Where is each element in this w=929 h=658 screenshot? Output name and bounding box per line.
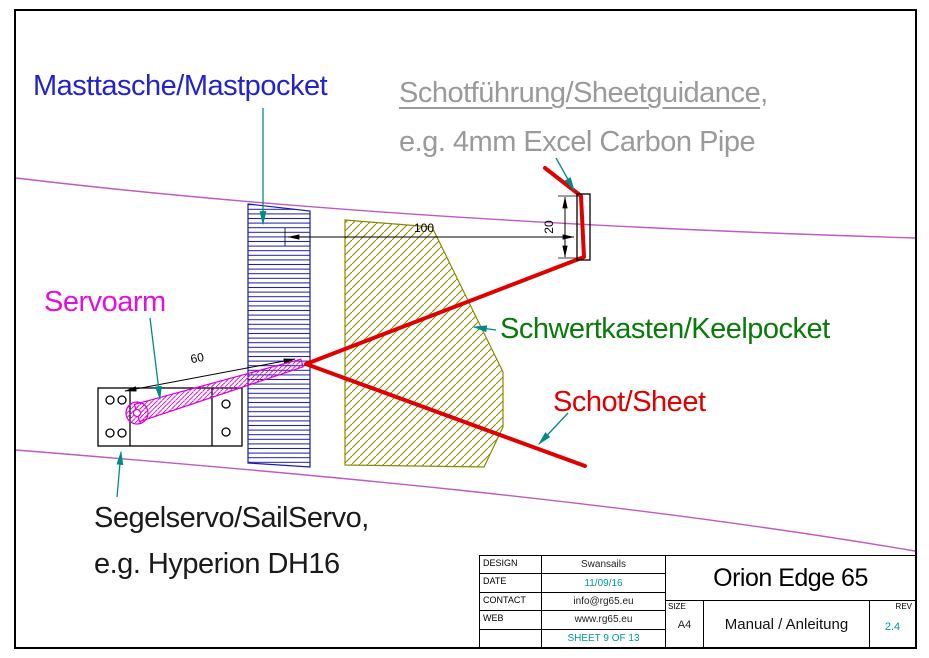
label-sailservo-line1: Segelservo/SailServo, xyxy=(94,502,369,534)
contact-value: info@rg65.eu xyxy=(573,596,634,608)
label-sheetguidance-comma: , xyxy=(760,77,768,109)
servo-screw-hole xyxy=(221,399,231,409)
servo-body xyxy=(97,387,243,447)
title-block: DESIGN Swansails DATE 11/09/16 CONTACT i… xyxy=(479,555,916,648)
date-value: 11/09/16 xyxy=(584,577,623,589)
rev-label: REV xyxy=(895,602,912,611)
label-keelpocket: Schwertkasten/Keelpocket xyxy=(500,313,830,345)
title-block-bottom-row: SIZE A4 Manual / Anleitung REV 2.4 xyxy=(666,601,915,647)
leader-lines xyxy=(116,108,575,498)
title-block-main: Orion Edge 65 SIZE A4 Manual / Anleitung… xyxy=(666,556,915,647)
label-sheetguidance-line1: Schotführung/Sheetguidance xyxy=(399,77,761,109)
date-label: DATE xyxy=(480,574,542,592)
label-sailservo: Segelservo/SailServo, e.g. Hyperion DH16 xyxy=(94,495,369,588)
label-sailservo-line2: e.g. Hyperion DH16 xyxy=(94,548,340,581)
table-row: DATE 11/09/16 xyxy=(480,574,665,593)
revision-cell: REV 2.4 xyxy=(870,601,915,647)
table-row: WEB www.rg65.eu xyxy=(480,611,665,630)
hull-deck-line xyxy=(15,177,916,239)
sheet-guidance-pipe xyxy=(576,193,591,261)
dimension-20-text: 20 xyxy=(542,220,556,234)
rev-value: 2.4 xyxy=(884,621,901,633)
servo-screw-hole xyxy=(105,428,115,438)
title-block-info-table: DESIGN Swansails DATE 11/09/16 CONTACT i… xyxy=(480,556,666,648)
table-row: DESIGN Swansails xyxy=(480,556,665,575)
sheet-info-label-cell xyxy=(480,629,542,648)
leader-servoarm xyxy=(149,317,162,401)
servo-screw-hole xyxy=(117,395,127,405)
leader-sheetguidance xyxy=(555,157,575,192)
web-value: www.rg65.eu xyxy=(574,614,633,626)
table-row: CONTACT info@rg65.eu xyxy=(480,592,665,612)
document-title: Orion Edge 65 xyxy=(666,556,915,601)
dimension-60-line xyxy=(124,358,296,392)
sheet-info: SHEET 9 OF 13 xyxy=(567,632,640,644)
servo-arm xyxy=(125,358,304,425)
size-label: SIZE xyxy=(668,602,686,611)
web-label: WEB xyxy=(480,611,542,629)
servo-screw-hole xyxy=(221,427,231,437)
label-sheetguidance-line1-wrap: Schotführung/Sheetguidance, xyxy=(399,69,768,118)
keel-pocket-hatch xyxy=(344,219,504,468)
doc-type: Manual / Anleitung xyxy=(704,601,870,647)
dimension-60: 60 xyxy=(124,350,296,392)
dimension-100: 100 xyxy=(284,221,575,246)
mast-pocket-hatch xyxy=(247,203,311,468)
servo-screw-hole xyxy=(105,395,115,405)
dimension-100-text: 100 xyxy=(414,221,434,235)
servo-horn-center xyxy=(132,408,142,418)
paper-size-cell: SIZE A4 xyxy=(666,601,704,647)
size-value: A4 xyxy=(677,619,692,631)
leader-sheet xyxy=(538,412,569,446)
table-row: SHEET 9 OF 13 xyxy=(480,629,665,648)
label-sheetguidance: Schotführung/Sheetguidance, e.g. 4mm Exc… xyxy=(399,69,768,166)
design-value: Swansails xyxy=(580,559,627,571)
leader-sailservo xyxy=(116,450,124,498)
design-label: DESIGN xyxy=(480,556,542,574)
label-servoarm: Servoarm xyxy=(44,286,166,318)
label-mastpocket: Masttasche/Mastpocket xyxy=(33,70,328,102)
label-sheetguidance-line2: e.g. 4mm Excel Carbon Pipe xyxy=(399,125,756,158)
hull-bottom-line xyxy=(15,449,916,552)
contact-label: CONTACT xyxy=(480,592,542,611)
dimension-60-text: 60 xyxy=(189,350,205,366)
page-border xyxy=(14,9,917,649)
label-sheet: Schot/Sheet xyxy=(553,386,706,418)
dimension-20: 20 xyxy=(542,195,578,259)
servo-screw-hole xyxy=(117,428,127,438)
leader-keelpocket xyxy=(472,325,497,333)
